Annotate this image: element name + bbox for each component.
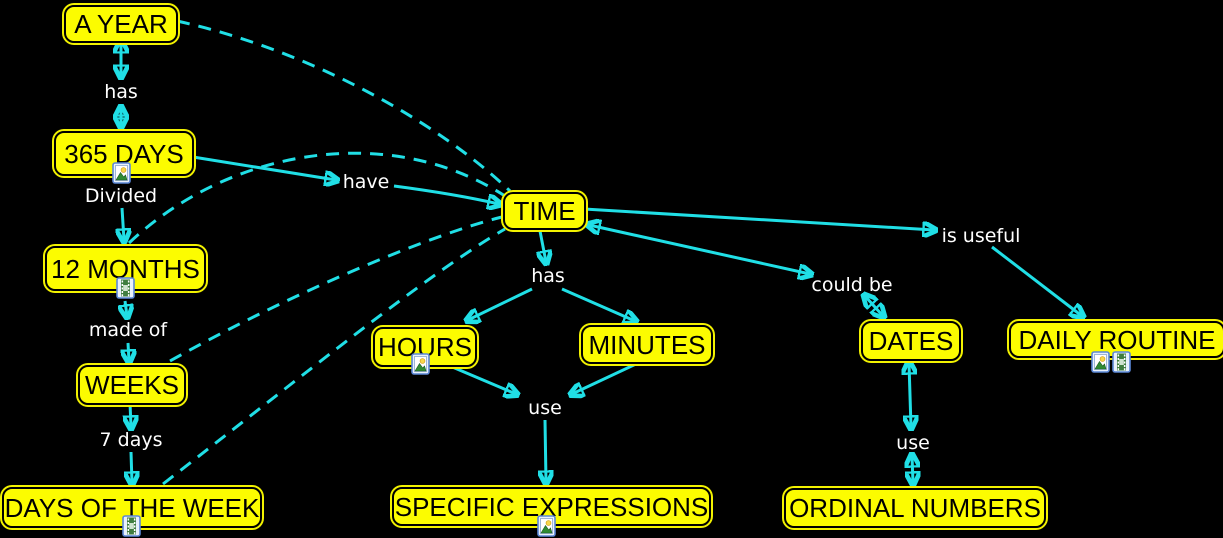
- video-resource-icon: [122, 515, 141, 537]
- edge-dates-use: [909, 363, 911, 427]
- link-label-divided[interactable]: Divided: [84, 185, 158, 207]
- edge-hours-use: [449, 364, 516, 394]
- node-label: TIME: [513, 196, 576, 226]
- node-label: 365 DAYS: [64, 138, 184, 169]
- node-label: DAILY ROUTINE: [1018, 324, 1216, 355]
- image-resource-icon: [1091, 351, 1110, 373]
- edge-use-ordinal-numbers: [912, 456, 913, 483]
- node-minutes[interactable]: MINUTES: [581, 325, 713, 364]
- edge-have-time: [393, 184, 499, 204]
- edge-12-months-made-of: [125, 300, 127, 316]
- link-label-has-year[interactable]: has: [104, 81, 138, 103]
- link-label-has-time[interactable]: has: [531, 265, 565, 287]
- edge-365-days-have: [192, 155, 336, 180]
- edge-made-of-weeks: [128, 342, 129, 361]
- edge-could-be-dates: [865, 296, 883, 316]
- node-weeks[interactable]: WEEKS: [78, 365, 186, 405]
- node-label: A YEAR: [74, 9, 168, 39]
- edge-weeks-7-days: [130, 402, 131, 427]
- resource-days-of-the-week[interactable]: [122, 515, 141, 537]
- node-label: ORDINAL NUMBERS: [789, 493, 1041, 523]
- edge-7-days-days-of-week: [131, 451, 132, 483]
- edge-use-specific-expressions: [545, 419, 546, 482]
- edge-time-could-be: [589, 225, 810, 274]
- resource-365-days[interactable]: [112, 162, 131, 184]
- resource-12-months[interactable]: [116, 277, 135, 299]
- edge-has-minutes: [561, 287, 635, 321]
- link-label-could-be[interactable]: could be: [811, 274, 893, 296]
- edge-divided-12-months: [122, 207, 124, 240]
- node-365-days[interactable]: 365 DAYS: [54, 131, 194, 176]
- node-label: WEEKS: [85, 370, 179, 400]
- edge-minutes-use: [572, 362, 637, 394]
- video-resource-icon: [1112, 351, 1131, 373]
- node-label: DATES: [868, 326, 954, 356]
- crosslink-time-weeks: [169, 215, 503, 363]
- node-label: MINUTES: [588, 329, 706, 360]
- link-label-use-ordinal[interactable]: use: [896, 432, 930, 454]
- image-resource-icon: [411, 353, 430, 375]
- node-time[interactable]: TIME: [503, 192, 586, 230]
- edge-is-useful-daily-routine: [991, 245, 1082, 316]
- crosslink-time-a-year: [176, 19, 512, 193]
- node-label: 12 MONTHS: [51, 253, 200, 284]
- edge-time-is-useful: [583, 207, 934, 230]
- resource-daily-routine[interactable]: [1091, 351, 1131, 373]
- node-label: SPECIFIC EXPRESSIONS: [394, 491, 709, 522]
- node-a-year[interactable]: A YEAR: [64, 5, 178, 43]
- image-resource-icon: [537, 515, 556, 537]
- edge-has-hours: [468, 287, 533, 320]
- link-label-have[interactable]: have: [342, 171, 390, 193]
- node-specific-expressions[interactable]: SPECIFIC EXPRESSIONS: [392, 487, 711, 526]
- link-label-is-useful[interactable]: is useful: [941, 225, 1021, 247]
- resource-hours[interactable]: [411, 353, 430, 375]
- node-dates[interactable]: DATES: [861, 321, 961, 361]
- edge-time-has: [540, 230, 546, 262]
- node-ordinal-numbers[interactable]: ORDINAL NUMBERS: [784, 488, 1046, 528]
- resource-specific-expressions[interactable]: [537, 515, 556, 537]
- image-resource-icon: [112, 162, 131, 184]
- crosslink-time-days-of-week: [162, 227, 506, 486]
- video-resource-icon: [116, 277, 135, 299]
- link-label-made-of[interactable]: made of: [88, 319, 168, 341]
- link-label-7-days[interactable]: 7 days: [99, 429, 163, 451]
- crosslink-time-12-months: [127, 151, 506, 245]
- link-label-use-specific[interactable]: use: [528, 397, 562, 419]
